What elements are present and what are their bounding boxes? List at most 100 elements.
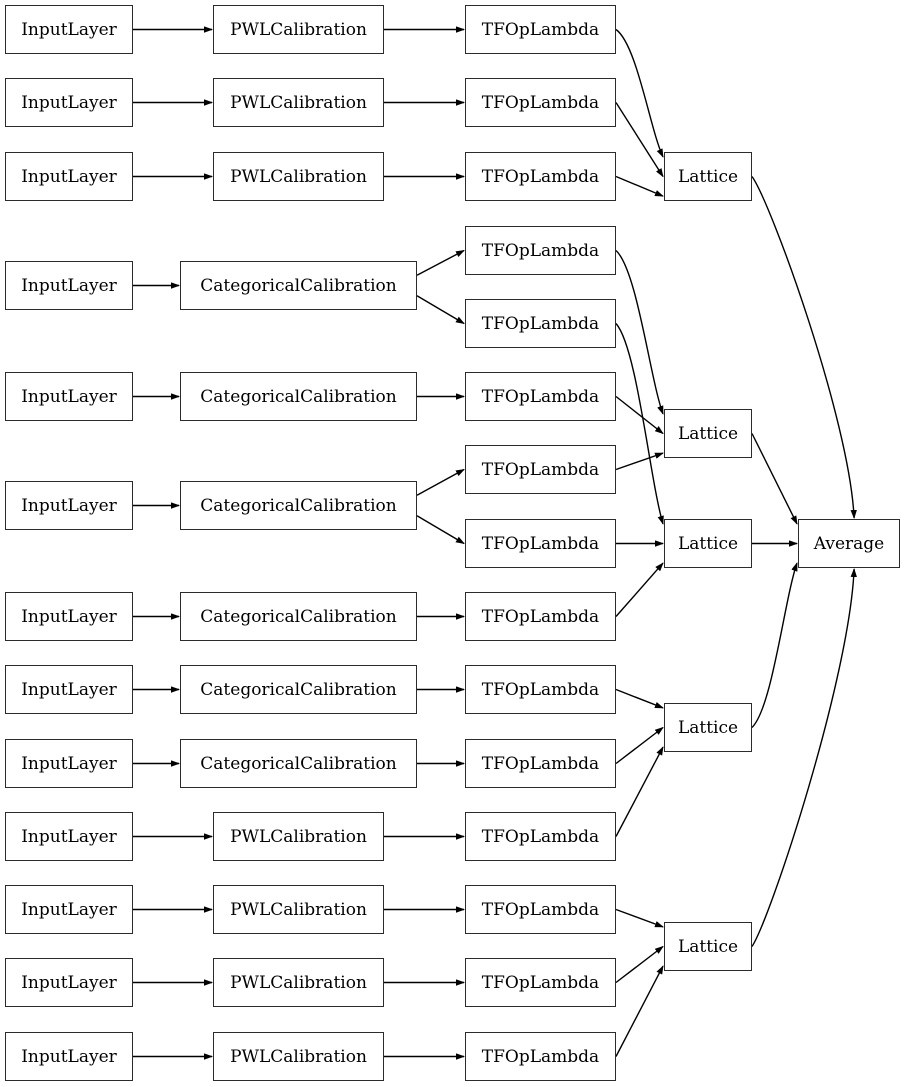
node-calibration[interactable]: CategoricalCalibration: [180, 481, 417, 530]
node-tf-op-lambda[interactable]: TFOpLambda: [465, 1032, 616, 1081]
node-label: TFOpLambda: [481, 166, 600, 187]
node-label: TFOpLambda: [481, 386, 600, 407]
node-input-layer[interactable]: InputLayer: [5, 665, 133, 714]
node-tf-op-lambda[interactable]: TFOpLambda: [465, 152, 616, 201]
node-label: InputLayer: [21, 899, 117, 920]
node-tf-op-lambda[interactable]: TFOpLambda: [465, 445, 616, 494]
node-label: PWLCalibration: [230, 166, 367, 187]
node-lattice[interactable]: Lattice: [664, 409, 752, 458]
node-label: TFOpLambda: [481, 972, 600, 993]
node-input-layer[interactable]: InputLayer: [5, 481, 133, 530]
node-lattice[interactable]: Lattice: [664, 519, 752, 568]
node-label: InputLayer: [21, 19, 117, 40]
node-label: InputLayer: [21, 386, 117, 407]
edge-lat5-to-avg: [751, 568, 857, 947]
edge-lat1-to-avg: [751, 176, 857, 519]
node-calibration[interactable]: PWLCalibration: [213, 5, 384, 54]
node-label: CategoricalCalibration: [200, 606, 397, 627]
node-tf-op-lambda[interactable]: TFOpLambda: [465, 592, 616, 641]
node-input-layer[interactable]: InputLayer: [5, 152, 133, 201]
node-lattice[interactable]: Lattice: [664, 703, 752, 752]
node-label: InputLayer: [21, 972, 117, 993]
node-label: Lattice: [677, 423, 739, 444]
node-calibration[interactable]: PWLCalibration: [213, 152, 384, 201]
node-label: TFOpLambda: [481, 240, 600, 261]
node-label: CategoricalCalibration: [200, 679, 397, 700]
node-calibration[interactable]: PWLCalibration: [213, 1032, 384, 1081]
node-average[interactable]: Average: [798, 519, 900, 568]
node-label: TFOpLambda: [481, 753, 600, 774]
node-tf-op-lambda[interactable]: TFOpLambda: [465, 739, 616, 788]
node-tf-op-lambda[interactable]: TFOpLambda: [465, 5, 616, 54]
node-label: TFOpLambda: [481, 313, 600, 334]
node-label: Lattice: [677, 936, 739, 957]
node-calibration[interactable]: CategoricalCalibration: [180, 739, 417, 788]
node-lattice[interactable]: Lattice: [664, 922, 752, 971]
node-tf-op-lambda[interactable]: TFOpLambda: [465, 665, 616, 714]
node-label: TFOpLambda: [481, 826, 600, 847]
node-label: InputLayer: [21, 495, 117, 516]
edge-op9-to-lat3: [615, 562, 664, 617]
node-tf-op-lambda[interactable]: TFOpLambda: [465, 299, 616, 348]
node-tf-op-lambda[interactable]: TFOpLambda: [465, 226, 616, 275]
edge-op5-to-lat3: [615, 323, 664, 525]
node-input-layer[interactable]: InputLayer: [5, 812, 133, 861]
node-label: InputLayer: [21, 753, 117, 774]
node-label: PWLCalibration: [230, 19, 367, 40]
node-tf-op-lambda[interactable]: TFOpLambda: [465, 958, 616, 1007]
node-label: InputLayer: [21, 679, 117, 700]
node-label: Lattice: [677, 533, 739, 554]
node-input-layer[interactable]: InputLayer: [5, 885, 133, 934]
node-input-layer[interactable]: InputLayer: [5, 78, 133, 127]
edge-op12-to-lat4: [615, 746, 664, 837]
edge-cal6-to-op8: [416, 515, 465, 545]
node-tf-op-lambda[interactable]: TFOpLambda: [465, 372, 616, 421]
node-label: TFOpLambda: [481, 459, 600, 480]
node-label: TFOpLambda: [481, 1046, 600, 1067]
node-input-layer[interactable]: InputLayer: [5, 372, 133, 421]
edge-cal6-to-op7: [416, 468, 465, 496]
node-input-layer[interactable]: InputLayer: [5, 739, 133, 788]
node-calibration[interactable]: CategoricalCalibration: [180, 261, 417, 310]
edge-op2-to-lat1: [615, 102, 664, 178]
node-label: InputLayer: [21, 1046, 117, 1067]
node-calibration[interactable]: CategoricalCalibration: [180, 592, 417, 641]
node-calibration[interactable]: PWLCalibration: [213, 885, 384, 934]
node-tf-op-lambda[interactable]: TFOpLambda: [465, 519, 616, 568]
node-calibration[interactable]: CategoricalCalibration: [180, 665, 417, 714]
node-label: Lattice: [677, 166, 739, 187]
node-input-layer[interactable]: InputLayer: [5, 5, 133, 54]
edge-cal4-to-op4: [416, 249, 465, 276]
node-label: InputLayer: [21, 275, 117, 296]
node-label: PWLCalibration: [230, 972, 367, 993]
node-tf-op-lambda[interactable]: TFOpLambda: [465, 812, 616, 861]
node-label: InputLayer: [21, 92, 117, 113]
node-lattice[interactable]: Lattice: [664, 152, 752, 201]
node-tf-op-lambda[interactable]: TFOpLambda: [465, 885, 616, 934]
node-input-layer[interactable]: InputLayer: [5, 261, 133, 310]
edge-cal4-to-op5: [416, 295, 465, 325]
node-calibration[interactable]: PWLCalibration: [213, 812, 384, 861]
edge-op14-to-lat5: [615, 945, 664, 984]
node-label: CategoricalCalibration: [200, 753, 397, 774]
edge-lat2-to-avg: [751, 433, 798, 525]
node-calibration[interactable]: CategoricalCalibration: [180, 372, 417, 421]
node-label: PWLCalibration: [230, 92, 367, 113]
node-label: InputLayer: [21, 606, 117, 627]
node-label: Lattice: [677, 717, 739, 738]
edge-op13-to-lat5: [615, 908, 664, 928]
edge-op4-to-lat2: [615, 249, 664, 415]
node-input-layer[interactable]: InputLayer: [5, 958, 133, 1007]
node-input-layer[interactable]: InputLayer: [5, 592, 133, 641]
node-label: PWLCalibration: [230, 826, 367, 847]
node-label: InputLayer: [21, 826, 117, 847]
node-label: CategoricalCalibration: [200, 275, 397, 296]
node-calibration[interactable]: PWLCalibration: [213, 78, 384, 127]
node-tf-op-lambda[interactable]: TFOpLambda: [465, 78, 616, 127]
edge-lat4-to-avg: [751, 562, 798, 729]
node-label: TFOpLambda: [481, 606, 600, 627]
node-calibration[interactable]: PWLCalibration: [213, 958, 384, 1007]
edge-op11-to-lat4: [615, 726, 664, 765]
node-input-layer[interactable]: InputLayer: [5, 1032, 133, 1081]
